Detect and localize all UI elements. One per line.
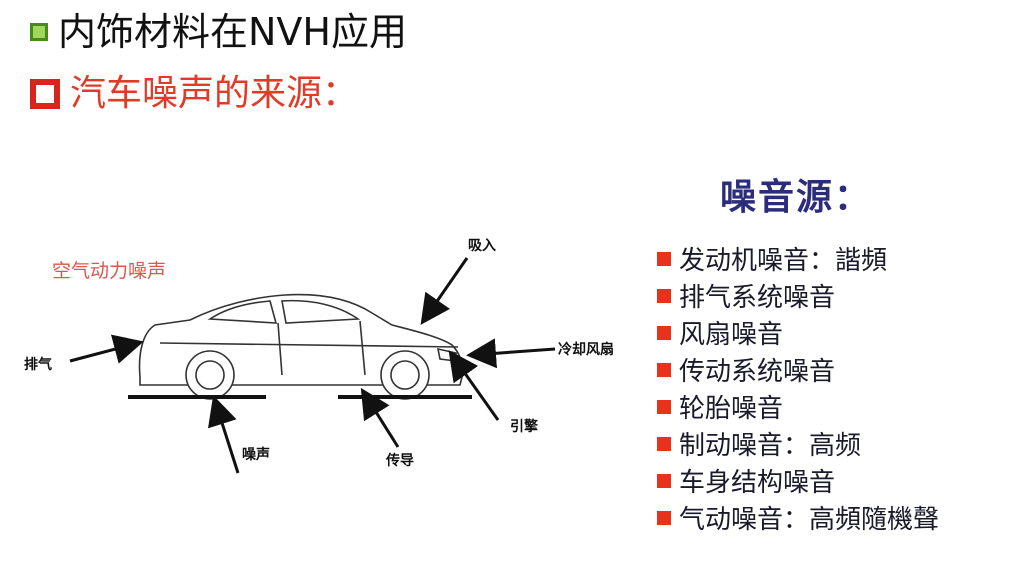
arrow-cooling-fan xyxy=(466,338,556,369)
red-square-bullet-icon xyxy=(657,473,671,488)
arrow-transmission xyxy=(360,387,400,448)
arrow-noise xyxy=(208,395,240,474)
label-transmission: 传导 xyxy=(385,452,414,469)
label-intake: 吸入 xyxy=(468,238,496,254)
heading-row-1: 内饰材料在NVH应用 xyxy=(30,10,407,54)
red-square-bullet-icon xyxy=(657,510,671,525)
list-item: 发动机噪音：諧頻 xyxy=(657,240,939,277)
slide-subtitle: 汽车噪声的来源： xyxy=(70,73,359,114)
list-item: 轮胎噪音 xyxy=(657,388,939,425)
label-cooling-fan: 冷却风扇 xyxy=(558,341,614,358)
noise-sources-list: 发动机噪音：諧頻 排气系统噪音 风扇噪音 传动系统噪音 轮胎噪音 制动噪音：高频… xyxy=(657,240,939,536)
list-item: 车身结构噪音 xyxy=(657,462,939,499)
noise-sources-title: 噪音源： xyxy=(720,177,873,218)
slide-title: 内饰材料在NVH应用 xyxy=(58,10,407,54)
red-square-bullet-icon xyxy=(657,399,671,414)
list-item: 排气系统噪音 xyxy=(657,277,939,314)
heading-row-2: 汽车噪声的来源： xyxy=(30,72,358,116)
red-square-bullet-icon xyxy=(30,79,60,109)
arrow-intake xyxy=(420,257,469,325)
car-noise-diagram: 空气动力噪声 吸入 排气 冷却风扇 引擎 噪声 传导 xyxy=(24,238,614,474)
label-engine: 引擎 xyxy=(510,418,538,435)
red-square-bullet-icon xyxy=(657,436,671,451)
label-exhaust: 排气 xyxy=(24,356,52,373)
list-item: 制动噪音：高频 xyxy=(657,425,939,462)
list-item: 风扇噪音 xyxy=(657,314,939,351)
car-illustration xyxy=(138,293,464,400)
red-square-bullet-icon xyxy=(657,288,671,303)
green-square-bullet-icon xyxy=(30,23,48,41)
diagram-caption: 空气动力噪声 xyxy=(52,260,166,282)
arrow-engine xyxy=(448,350,500,421)
red-square-bullet-icon xyxy=(657,251,671,266)
red-square-bullet-icon xyxy=(657,362,671,377)
list-item: 传动系统噪音 xyxy=(657,351,939,388)
red-square-bullet-icon xyxy=(657,325,671,340)
label-noise: 噪声 xyxy=(242,446,270,463)
list-item: 气动噪音：高頻隨機聲 xyxy=(657,499,939,536)
arrow-exhaust xyxy=(69,334,144,364)
